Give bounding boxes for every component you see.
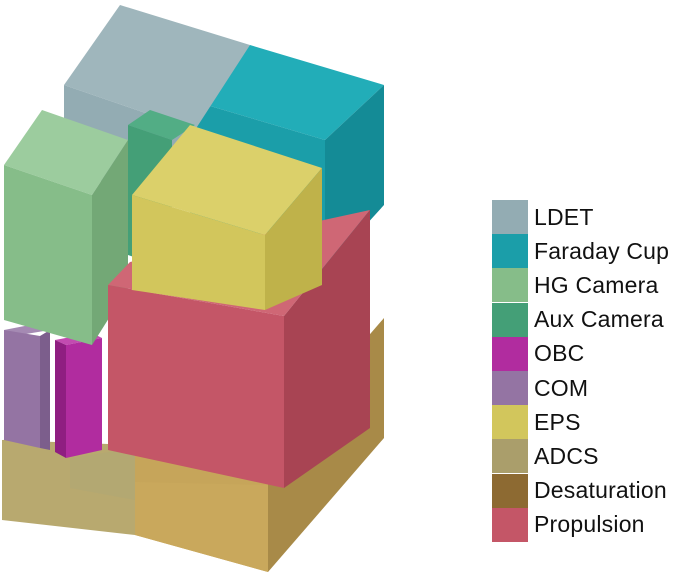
legend-label-auxcam: Aux Camera <box>534 306 664 333</box>
legend-item-prop: Propulsion <box>492 507 682 542</box>
legend-label-adcs: ADCS <box>534 442 599 469</box>
legend-swatch-com <box>492 371 528 406</box>
legend-swatch-obc <box>492 336 528 371</box>
legend-item-hgcam: HG Camera <box>492 268 682 303</box>
legend-label-obc: OBC <box>534 340 585 367</box>
component-com <box>4 323 50 450</box>
component-eps <box>132 125 322 310</box>
legend-swatch-ldet <box>492 200 528 235</box>
legend-swatch-hgcam <box>492 268 528 303</box>
legend-label-faraday: Faraday Cup <box>534 237 670 264</box>
legend-swatch-auxcam <box>492 302 528 337</box>
legend-label-eps: EPS <box>534 408 581 435</box>
legend-swatch-desat <box>492 473 528 508</box>
component-obc <box>55 333 102 458</box>
legend-label-hgcam: HG Camera <box>534 271 659 298</box>
legend-item-faraday: Faraday Cup <box>492 234 682 269</box>
component-hg-camera <box>4 110 128 345</box>
legend-item-desat: Desaturation <box>492 473 682 508</box>
legend-swatch-adcs <box>492 439 528 474</box>
legend-label-ldet: LDET <box>534 203 594 230</box>
legend-label-com: COM <box>534 374 589 401</box>
legend-item-adcs: ADCS <box>492 439 682 474</box>
legend-item-auxcam: Aux Camera <box>492 302 682 337</box>
legend-item-obc: OBC <box>492 336 682 371</box>
legend-item-com: COM <box>492 371 682 406</box>
legend-item-eps: EPS <box>492 405 682 440</box>
legend-item-ldet: LDET <box>492 200 682 235</box>
legend-swatch-prop <box>492 507 528 542</box>
legend-label-desat: Desaturation <box>534 477 667 504</box>
legend-label-prop: Propulsion <box>534 511 645 538</box>
legend-swatch-faraday <box>492 234 528 269</box>
component-adcs <box>70 448 135 500</box>
legend-swatch-eps <box>492 405 528 440</box>
